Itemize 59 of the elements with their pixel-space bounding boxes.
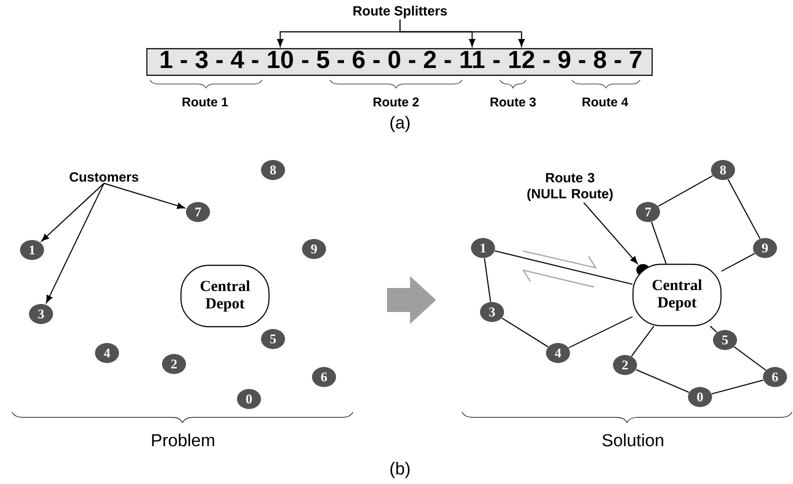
customer-node: 6 bbox=[763, 367, 787, 387]
sequence-text: - 5 - 6 - 0 - 2 - bbox=[302, 50, 451, 68]
customer-node: 7 bbox=[636, 202, 660, 222]
customer-node: 5 bbox=[261, 329, 285, 349]
route-label: Route 4 bbox=[582, 98, 628, 106]
customer-node: 9 bbox=[302, 239, 326, 259]
route-label: Route 3 bbox=[490, 98, 536, 106]
arrow bbox=[583, 202, 638, 264]
route-line bbox=[494, 250, 633, 285]
depot-node: Central Depot bbox=[632, 264, 722, 326]
annotation-label: Customers bbox=[70, 172, 138, 182]
customer-node: 5 bbox=[713, 330, 737, 350]
route-line bbox=[721, 253, 755, 272]
customer-node: 0 bbox=[688, 387, 712, 407]
route-label: Route 1 bbox=[182, 98, 228, 106]
arrow bbox=[399, 20, 525, 47]
customer-node: 4 bbox=[95, 343, 119, 363]
sequence-text: 1 - 3 - 4 - bbox=[160, 50, 258, 68]
customer-node: 1 bbox=[471, 238, 495, 258]
customer-node: 3 bbox=[480, 302, 504, 322]
route-line bbox=[734, 346, 766, 371]
customer-node: 1 bbox=[20, 240, 44, 260]
route-line bbox=[636, 369, 690, 393]
customer-node: 2 bbox=[162, 354, 186, 374]
route-line bbox=[728, 179, 760, 239]
customer-node: 4 bbox=[546, 343, 570, 363]
customer-node: 0 bbox=[237, 389, 261, 409]
route-line bbox=[710, 326, 718, 333]
arrow bbox=[104, 182, 185, 209]
customer-node: 3 bbox=[29, 304, 53, 324]
customer-node: 8 bbox=[711, 160, 735, 180]
annotation-label: Route Splitters bbox=[354, 6, 447, 18]
route-line bbox=[568, 316, 633, 348]
caption-label: (b) bbox=[390, 462, 410, 478]
caption-label: Solution bbox=[602, 434, 664, 446]
sequence-text: 12 bbox=[509, 50, 534, 68]
route-line bbox=[658, 175, 714, 207]
route-label: Route 2 bbox=[374, 98, 419, 106]
caption-label: (a) bbox=[390, 116, 410, 132]
arrow bbox=[41, 182, 104, 242]
sequence-text: - bbox=[493, 60, 500, 64]
sequence-text: - 9 - 8 - 7 bbox=[543, 50, 642, 68]
arrow bbox=[46, 183, 104, 304]
route-line bbox=[502, 318, 548, 348]
route-line bbox=[650, 222, 667, 264]
sequence-bar bbox=[146, 48, 653, 76]
customer-node: 2 bbox=[613, 355, 637, 375]
customer-node: 9 bbox=[753, 238, 777, 258]
customer-node: 7 bbox=[186, 202, 210, 222]
annotation-label: Route 3 (NULL Route) bbox=[527, 172, 613, 202]
sequence-text: 10 bbox=[268, 50, 293, 68]
route-line bbox=[631, 326, 654, 357]
depot-node: Central Depot bbox=[180, 264, 270, 328]
caption-label: Problem bbox=[152, 434, 214, 446]
sequence-text: 11 bbox=[460, 51, 484, 68]
route-line bbox=[484, 258, 492, 302]
customer-node: 6 bbox=[312, 367, 336, 387]
route-line bbox=[712, 380, 764, 394]
customer-node: 8 bbox=[261, 160, 285, 180]
